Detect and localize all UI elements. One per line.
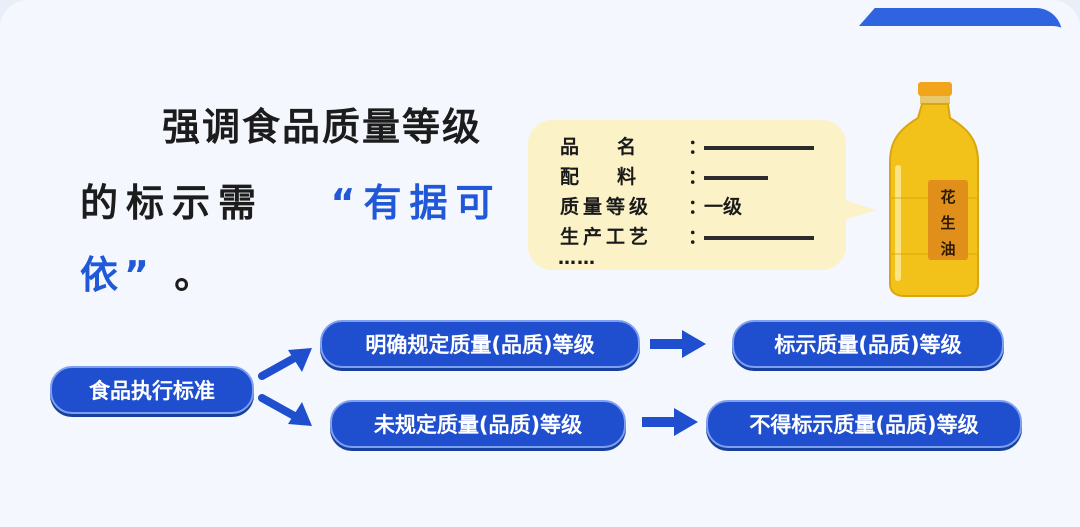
label-row-ingredients: 配料 ： <box>560 162 768 189</box>
label-ellipsis: …… <box>558 248 596 269</box>
label-key: 配料 <box>560 166 675 188</box>
flow-branch-defined-pill: 明确规定质量(品质)等级 <box>320 320 640 368</box>
label-key: 质量等级 <box>560 196 653 218</box>
label-colon: ： <box>688 226 708 248</box>
label-grade-value: 一级 <box>704 196 743 218</box>
headline-emphasis-end: 依” <box>80 253 155 297</box>
headline-line-3: 依” 。 <box>80 244 218 299</box>
label-card-bubble <box>528 120 846 270</box>
bottle-cap <box>918 82 952 96</box>
label-value-line <box>704 175 768 180</box>
flow-result-no-label-pill: 不得标示质量(品质)等级 <box>706 400 1022 448</box>
arrow-up-right-icon <box>258 348 312 380</box>
headline-period: 。 <box>174 253 219 297</box>
bottle-label-char-2: 生 <box>940 214 955 232</box>
label-colon: ： <box>688 196 708 218</box>
headline-line-1: 强调食品质量等级 <box>162 105 483 149</box>
label-colon: ： <box>688 136 708 158</box>
headline-line-2: 的标示需 “有据可 <box>80 172 501 227</box>
arrow-right-icon <box>642 408 698 436</box>
bottle-label-char-1: 花 <box>940 188 955 206</box>
arrow-right-icon <box>650 330 706 358</box>
arrow-down-right-icon <box>258 394 312 426</box>
label-row-grade: 质量等级 ：一级 <box>560 192 742 219</box>
bottle-neck-ring <box>920 96 950 104</box>
label-value-line <box>704 235 814 240</box>
label-colon: ： <box>688 166 708 188</box>
flow-branch-undefined-pill: 未规定质量(品质)等级 <box>330 400 626 448</box>
bottle-label-char-3: 油 <box>940 240 955 258</box>
label-key: 生产工艺 <box>560 226 653 248</box>
headline-line-2-prefix: 的标示需 <box>80 181 265 225</box>
bottle-label-panel <box>928 180 968 260</box>
label-row-name: 品名 ： <box>560 132 814 159</box>
headline-emphasis-start: “有据可 <box>330 181 502 225</box>
label-value-line <box>704 145 814 150</box>
bubble-tail <box>832 196 876 224</box>
label-key: 品名 <box>560 136 675 158</box>
flow-source-pill: 食品执行标准 <box>50 366 254 414</box>
flow-result-label-pill: 标示质量(品质)等级 <box>732 320 1004 368</box>
label-row-process: 生产工艺 ： <box>560 222 814 249</box>
oil-bottle-icon: 花 生 油 <box>889 82 979 297</box>
